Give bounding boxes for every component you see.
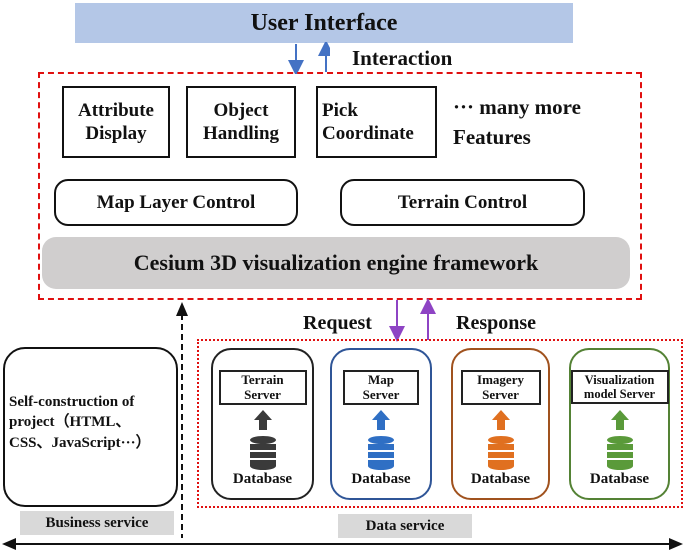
user-interface-title: User Interface [250,9,398,36]
database-icon [606,410,633,470]
more-features-line2: Features [453,125,531,150]
map-layer-control-label: Map Layer Control [96,191,256,213]
feature-object-line2: Handling [202,123,280,144]
feature-object-line1: Object [213,99,269,121]
map-database-label: Database [351,471,411,487]
map-server-label-line2: Server [362,386,400,402]
terrain-server-label-line1: Terrain [241,372,284,387]
interaction-label: Interaction [352,46,453,70]
self-construction-card [3,347,178,507]
database-icon [249,410,276,470]
more-features-line1: ··· many more [453,95,581,119]
cesium-engine-label: Cesium 3D visualization engine framework [133,250,539,275]
bottom-double-arrow [2,538,683,550]
business-service-label: Business service [20,511,174,535]
visualization-server-label-line1: Visualization [584,373,655,387]
map-server-label: Map Server [343,370,419,406]
self-construction-line2: project（HTML、 [9,414,131,431]
business-service-text: Business service [45,514,149,531]
visualization-server-card: Visualization model Server Database [569,348,670,500]
data-service-container [197,339,683,508]
user-interface-bar: User Interface [75,3,573,43]
feature-pick-line1: Pick [322,99,358,121]
visualization-server-label: Visualization model Server [570,370,669,404]
self-construction-text: Self-construction of project（HTML、 CSS、J… [9,392,174,453]
data-service-text: Data service [365,517,445,534]
feature-attribute-line1: Attribute [78,99,154,121]
self-construction-line3: CSS、JavaScript···） [9,434,151,451]
more-features-label: ··· many more Features [453,92,581,153]
divider-arrow [176,302,188,538]
feature-attribute-line2: Display [85,123,147,144]
interaction-arrows [288,42,330,74]
self-construction-line1: Self-construction of [9,394,135,410]
request-response-arrows [389,298,436,342]
map-layer-control: Map Layer Control [54,179,298,226]
terrain-server-card: Terrain Server Database [211,348,314,500]
visualization-database-label: Database [589,471,650,487]
request-label: Request [303,312,372,334]
terrain-database-label: Database [232,471,293,487]
map-server-label-line1: Map [368,372,394,387]
data-service-label: Data service [338,514,472,538]
terrain-control-label: Terrain Control [397,191,528,213]
visualization-server-label-line2: model Server [583,387,656,401]
imagery-server-label: Imagery Server [460,370,541,406]
map-server-card: Map Server Database [330,348,432,500]
frontend-container [38,72,642,300]
database-icon [368,410,394,470]
terrain-server-label: Terrain Server [218,370,307,406]
cesium-engine-bar: Cesium 3D visualization engine framework [42,237,630,289]
feature-attribute-display: Attribute Display [62,86,170,158]
imagery-server-card: Imagery Server Database [451,348,550,500]
feature-pick-line2: Coordinate [322,123,414,144]
imagery-server-label-line1: Imagery [477,372,524,387]
database-icon [487,410,514,470]
response-label: Response [456,312,537,334]
feature-pick-coordinate: Pick Coordinate [316,86,437,158]
terrain-control: Terrain Control [340,179,585,226]
feature-object-handling: Object Handling [186,86,296,158]
terrain-server-label-line2: Server [244,386,281,402]
imagery-server-label-line2: Server [482,386,519,402]
imagery-database-label: Database [470,471,531,487]
